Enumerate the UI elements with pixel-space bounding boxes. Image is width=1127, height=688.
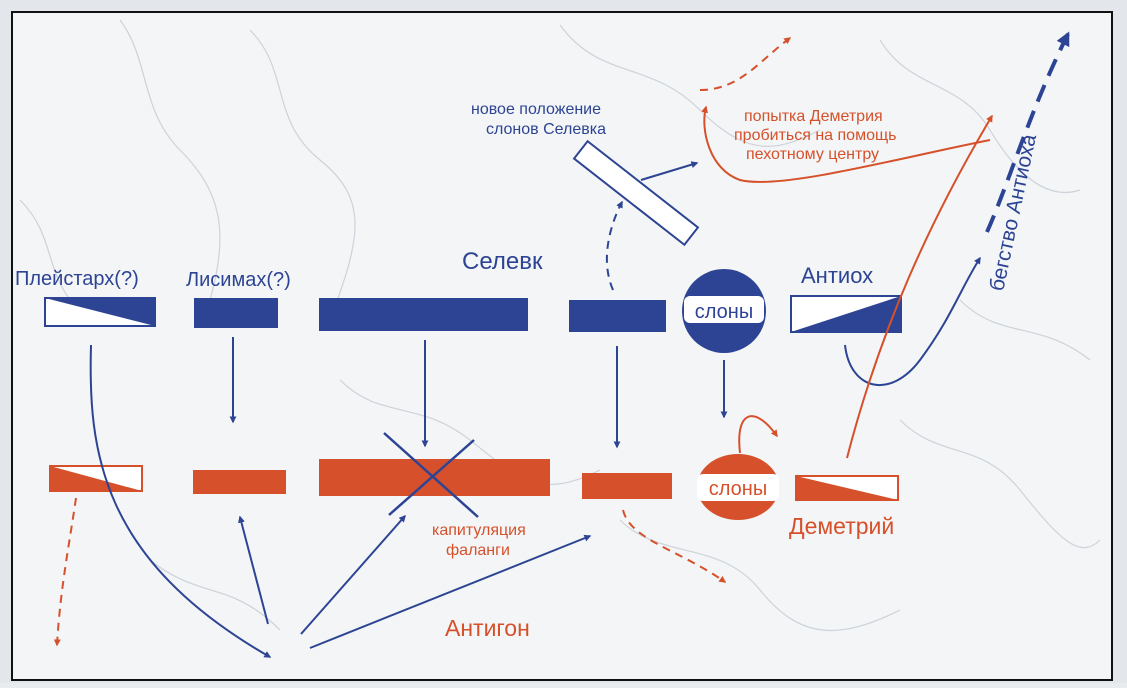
blue-arrows bbox=[89, 31, 1070, 658]
antigonid-line bbox=[49, 432, 899, 520]
pleistarch-label: Плейстарх(?) bbox=[15, 268, 139, 290]
elephant-reposition-arrow bbox=[605, 200, 623, 291]
map-background-contours bbox=[19, 19, 1101, 632]
blue-elephants-label: слоны bbox=[695, 301, 753, 323]
capitulation-label-line2: фаланги bbox=[446, 542, 510, 559]
attempt-label-line2: пробиться на помощь bbox=[734, 127, 896, 144]
new-position-label-line2: слонов Селевка bbox=[486, 121, 606, 138]
attack-arrow-2 bbox=[300, 514, 406, 635]
red-arrows bbox=[53, 37, 993, 647]
red-left-retreat-arrow bbox=[53, 497, 77, 647]
antigonus-label: Антигон bbox=[445, 615, 530, 641]
coalition-line bbox=[44, 139, 902, 353]
blue-elephants-label-box bbox=[684, 296, 764, 323]
capitulation-label-line1: капитуляция bbox=[432, 522, 526, 539]
attempt-label-line3: пехотному центру bbox=[746, 146, 879, 163]
capitulation-cross-line-2 bbox=[388, 439, 475, 516]
diagram-frame bbox=[11, 11, 1113, 681]
labels: Плейстарх(?) Лисимах(?) Селевк Антиох сл… bbox=[15, 101, 1041, 641]
seleucus-right-unit bbox=[569, 300, 666, 332]
red-elephants-label: слоны bbox=[709, 478, 767, 500]
lysimachus-label: Лисимах(?) bbox=[186, 269, 291, 291]
red-elephants-label-box bbox=[697, 474, 779, 501]
new-position-label-line1: новое положение bbox=[471, 101, 601, 118]
new-elephant-position bbox=[572, 139, 700, 247]
red-right-center-unit bbox=[582, 473, 672, 499]
attack-arrow-1 bbox=[238, 515, 269, 625]
demetrius-return-arrow bbox=[701, 105, 991, 183]
attempt-label-line1: попытка Деметрия bbox=[744, 108, 883, 125]
antiochus-unit bbox=[790, 295, 902, 333]
pleistarch-flank-arrow bbox=[89, 344, 272, 658]
attack-arrow-3 bbox=[309, 534, 592, 649]
lysimachus-unit bbox=[194, 298, 278, 328]
red-elephants-counter-arrow bbox=[738, 415, 778, 454]
antiochus-flight-arrow bbox=[985, 31, 1070, 233]
capitulation-cross-line-1 bbox=[383, 432, 479, 518]
demetrius-unit bbox=[795, 475, 899, 501]
pleistarch-unit bbox=[44, 297, 156, 327]
red-left-wing-unit bbox=[49, 465, 143, 492]
antiochus-pursuit-arrow bbox=[844, 256, 981, 387]
seleucus-center-unit bbox=[319, 298, 528, 331]
demetrius-charge-arrow bbox=[846, 114, 993, 459]
seleucus-label: Селевк bbox=[462, 248, 543, 275]
demetrius-label: Деметрий bbox=[789, 513, 894, 539]
red-left-center-unit bbox=[193, 470, 286, 494]
elephant-block-arrow bbox=[640, 161, 699, 181]
antiochus-label: Антиох bbox=[801, 263, 873, 288]
